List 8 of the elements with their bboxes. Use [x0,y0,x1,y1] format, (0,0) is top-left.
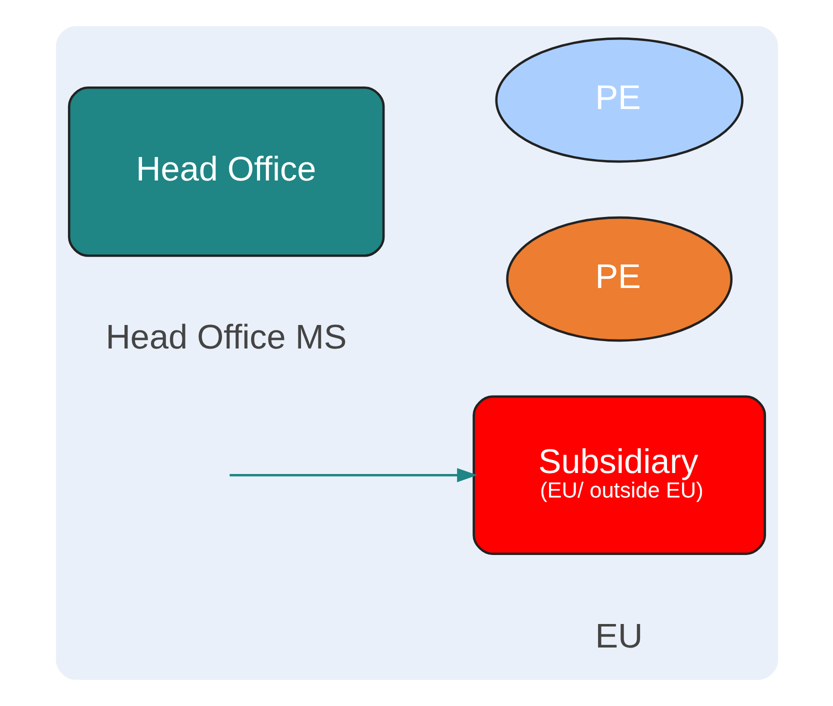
node-ellipse: PE [506,216,732,342]
label: Head Office MS [105,318,346,356]
node-ellipse: PE [494,37,743,163]
node-box: Head Office [67,86,384,257]
label: EU [594,617,642,656]
node-box: Subsidiary (EU/ outside EU) [472,395,766,555]
arrow [229,468,477,482]
cluster [55,26,778,680]
